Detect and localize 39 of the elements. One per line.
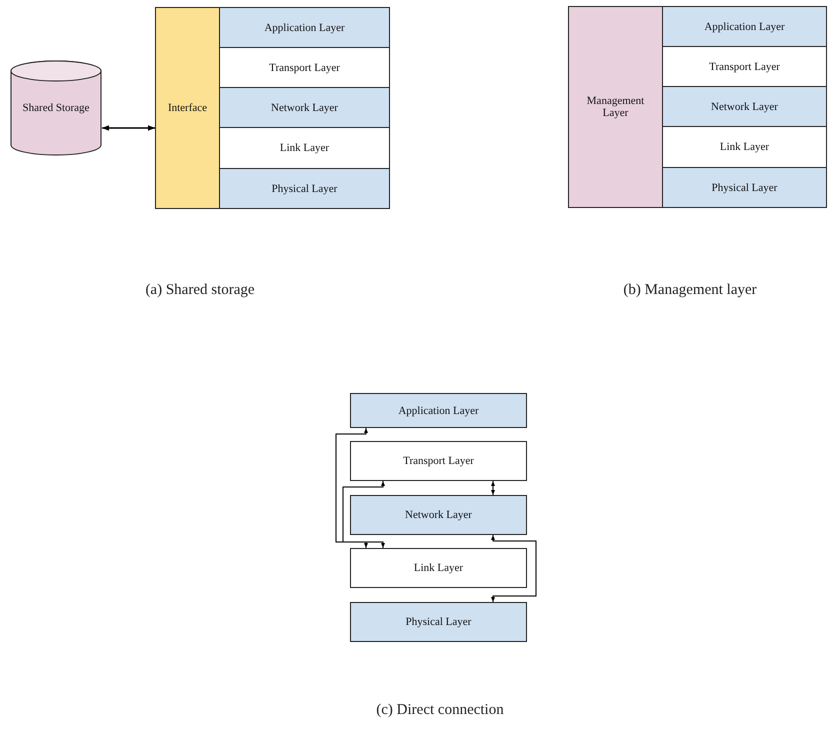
management-box — [568, 6, 663, 208]
node-label: Transport Layer — [403, 455, 474, 467]
node-label: Management Layer — [586, 95, 646, 119]
node-label: Application Layer — [398, 404, 479, 416]
node-label: Physical Layer — [406, 616, 472, 628]
node-label: Physical Layer — [712, 182, 778, 194]
layer-box — [662, 6, 827, 47]
node-label: Network Layer — [711, 100, 778, 112]
double-arrow — [342, 480, 385, 548]
figure-caption: (b) Management layer — [623, 282, 757, 299]
layer-box — [350, 495, 527, 535]
interface-box — [155, 7, 220, 209]
node-label: Network Layer — [405, 509, 472, 521]
node-label: Transport Layer — [709, 60, 780, 72]
node-label: Network Layer — [271, 102, 338, 114]
layer-box — [219, 7, 390, 48]
figure-caption: (c) Direct connection — [376, 702, 504, 719]
double-arrow — [491, 534, 536, 602]
figure-caption: (a) Shared storage — [145, 282, 255, 299]
layer-box — [350, 602, 527, 642]
node-label: Link Layer — [720, 141, 770, 153]
node-label: Shared Storage — [22, 102, 90, 114]
node-label: Physical Layer — [272, 182, 338, 194]
node-label: Link Layer — [414, 562, 464, 574]
layer-box — [662, 167, 827, 208]
layer-box — [350, 441, 527, 481]
double-arrow — [102, 125, 155, 131]
layer-box — [350, 393, 527, 428]
layer-box — [662, 86, 827, 127]
layer-box — [350, 548, 527, 588]
layer-box — [219, 87, 390, 128]
node-label: Transport Layer — [269, 62, 340, 74]
layer-box — [219, 168, 390, 209]
node-label: Interface — [168, 102, 208, 114]
double-arrow — [491, 480, 495, 496]
node-label: Link Layer — [280, 142, 330, 154]
double-arrow — [336, 428, 368, 548]
node-label: Application Layer — [704, 20, 785, 32]
node-label: Application Layer — [264, 22, 345, 34]
